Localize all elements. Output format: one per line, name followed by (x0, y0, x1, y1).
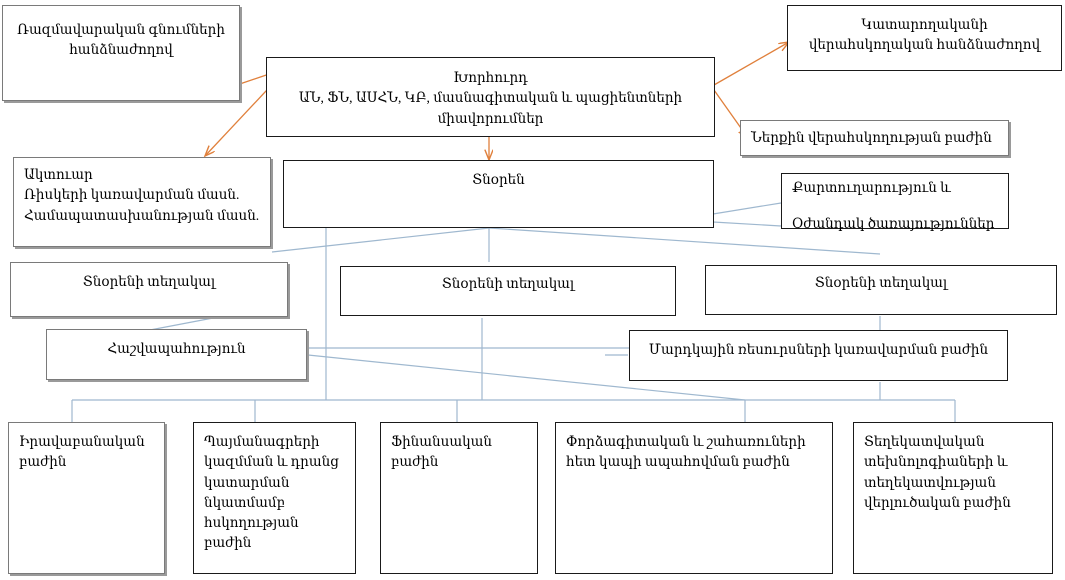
node-it-division-label: Տեղեկատվական տեխնոլոգիաների և տեղեկատվու… (864, 434, 1011, 510)
node-deputy-director-1-label: Տնօրենի տեղակալ (82, 274, 216, 289)
node-procurement-committee[interactable]: Ռազմավարական գնումների հանձնաժողով (2, 5, 240, 101)
node-audit-committee[interactable]: Կատարողականի վերահսկողական հանձնաժողով (787, 5, 1062, 71)
node-board[interactable]: Խորհուրդ ԱՆ, ՖՆ, ԱՍՀՆ, ԿԲ, մասնագիտական … (266, 57, 715, 137)
arrow-board-audit-committee (714, 42, 789, 85)
node-hr-division-label: Մարդկային ռեսուրսների կառավարման բաժին (648, 342, 989, 357)
node-finance-division-label: Ֆինանսական բաժին (391, 434, 492, 470)
node-legal-division[interactable]: Իրավաբանական բաժին (8, 422, 165, 574)
node-it-division[interactable]: Տեղեկատվական տեխնոլոգիաների և տեղեկատվու… (853, 422, 1053, 574)
node-internal-audit-division-label: Ներքին վերահսկողության բաժին (751, 130, 992, 145)
connector-director-deputy-1 (271, 227, 490, 253)
node-director-label: Տնօրեն (472, 172, 525, 187)
node-accounting[interactable]: Հաշվապահություն (46, 329, 307, 380)
node-secretariat-label: Քարտուղարություն և Օժանդակ ծառայությունն… (792, 180, 995, 232)
node-contracts-division[interactable]: Պայմանագրերի կազմման և դրանց կատարման նկ… (193, 422, 356, 574)
connector-director-secretariat (712, 202, 782, 215)
node-expert-division[interactable]: Փորձագիտական և շահառուների հետ կապի ապահ… (555, 422, 833, 574)
node-actuary-label: Ակտուար Ռիսկերի կառավարման մասն. Համապատ… (24, 167, 260, 223)
node-expert-division-label: Փորձագիտական և շահառուների հետ կապի ապահ… (566, 434, 806, 470)
node-deputy-director-3[interactable]: Տնօրենի տեղակալ (705, 265, 1057, 315)
connector-director-secretariat-2 (712, 221, 782, 227)
node-actuary[interactable]: Ակտուար Ռիսկերի կառավարման մասն. Համապատ… (13, 157, 271, 247)
node-internal-audit-division[interactable]: Ներքին վերահսկողության բաժին (740, 120, 1009, 156)
node-director[interactable]: Տնօրեն (283, 160, 714, 228)
node-audit-committee-label: Կատարողականի վերահսկողական հանձնաժողով (808, 17, 1041, 53)
node-secretariat[interactable]: Քարտուղարություն և Օժանդակ ծառայությունն… (781, 173, 1009, 231)
node-accounting-label: Հաշվապահություն (107, 341, 246, 356)
node-deputy-director-2-label: Տնօրենի տեղակալ (441, 276, 575, 291)
node-hr-division[interactable]: Մարդկային ռեսուրսների կառավարման բաժին (629, 330, 1008, 381)
node-deputy-director-3-label: Տնօրենի տեղակալ (814, 275, 948, 290)
node-legal-division-label: Իրավաբանական բաժին (19, 434, 145, 470)
node-contracts-division-label: Պայմանագրերի կազմման և դրանց կատարման նկ… (204, 434, 339, 551)
node-deputy-director-1[interactable]: Տնօրենի տեղակալ (10, 262, 288, 317)
node-finance-division[interactable]: Ֆինանսական բաժին (380, 422, 538, 574)
node-procurement-committee-label: Ռազմավարական գնումների հանձնաժողով (17, 22, 225, 58)
node-board-label: Խորհուրդ ԱՆ, ՖՆ, ԱՍՀՆ, ԿԲ, մասնագիտական … (298, 70, 683, 126)
node-deputy-director-2[interactable]: Տնօրենի տեղակալ (340, 266, 676, 316)
